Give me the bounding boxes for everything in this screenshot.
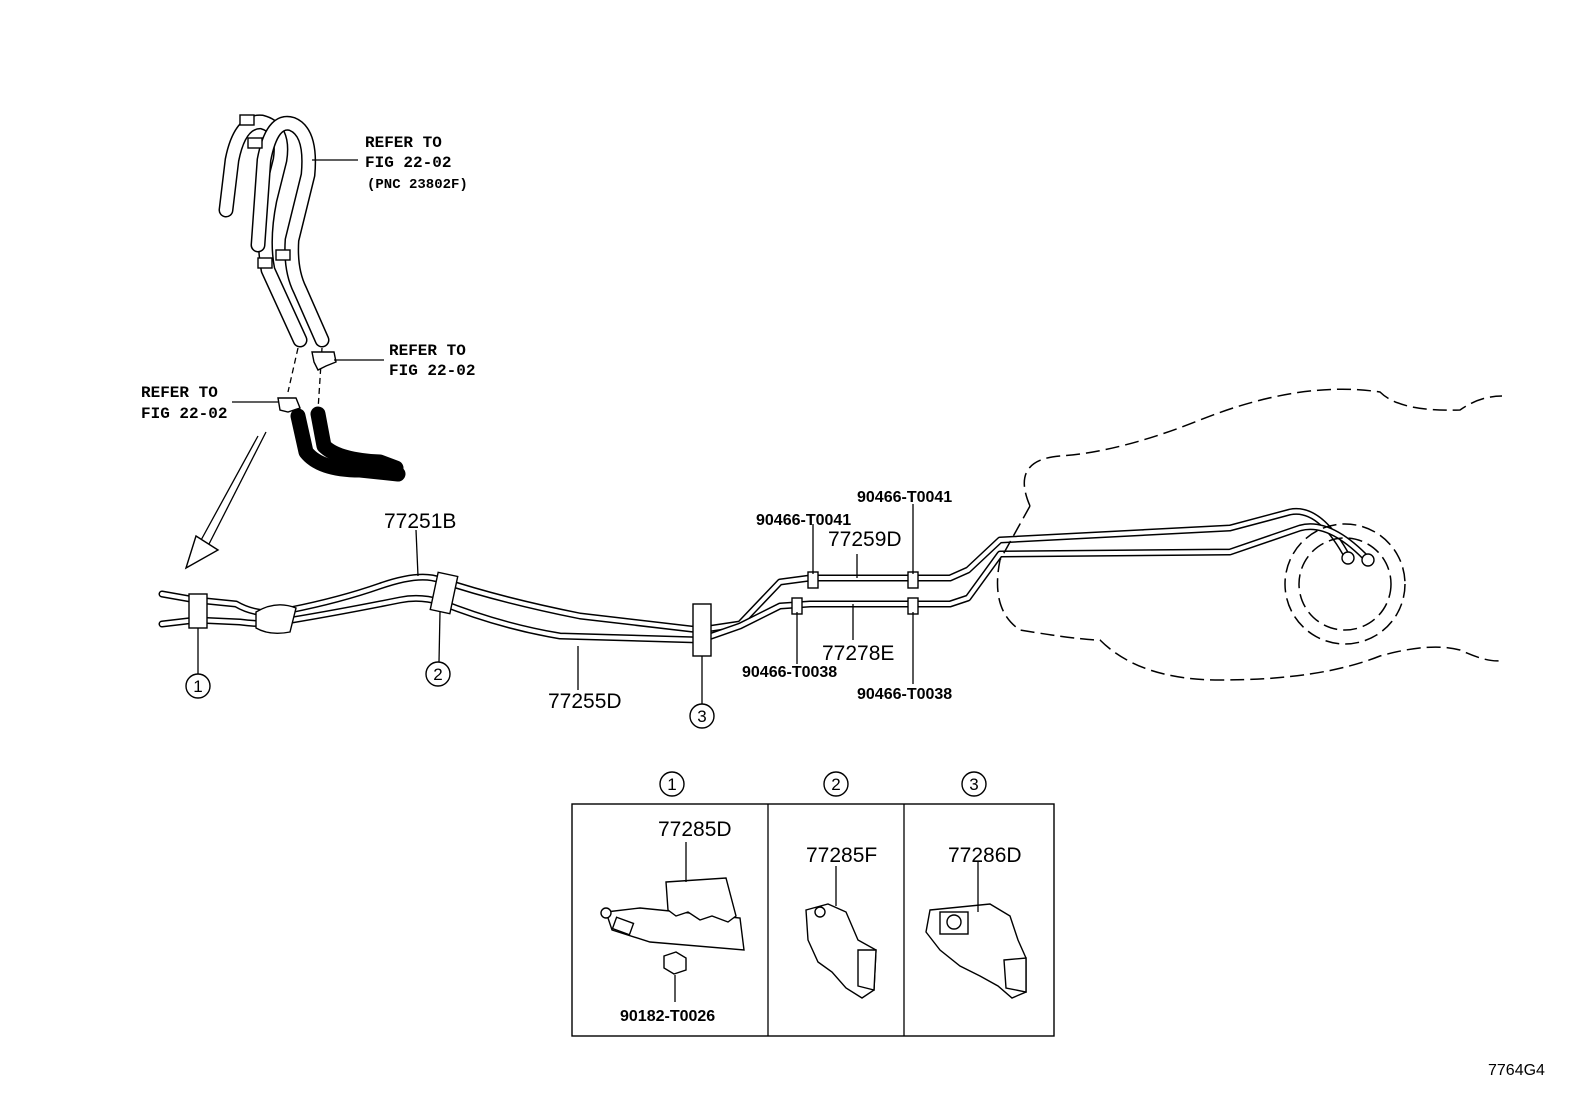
part-77285F: 77285F <box>806 844 877 867</box>
clamp-77285D-drawing <box>600 842 745 1002</box>
clamp-3 <box>692 603 712 657</box>
refer-label-1-line3: (PNC 23802F) <box>367 177 468 193</box>
leader-lines <box>197 504 914 704</box>
part-77286D: 77286D <box>948 844 1022 867</box>
clamp-2 <box>429 571 459 615</box>
detail-header-2-label: 2 <box>831 775 840 794</box>
clamp-77286D-drawing <box>925 862 1027 999</box>
refer-label-2-line1: REFER TO <box>389 342 466 360</box>
callout-1-label: 1 <box>193 677 202 696</box>
clamp-1 <box>188 593 208 629</box>
callout-1: 1 <box>185 673 211 699</box>
figure-code: 7764G4 <box>1488 1062 1545 1079</box>
part-90466-T0041-a: 90466-T0041 <box>756 512 851 529</box>
detail-header-3-label: 3 <box>969 775 978 794</box>
refer-label-3-line2: FIG 22-02 <box>141 405 227 423</box>
part-77259D: 77259D <box>828 528 902 551</box>
refer-label-2-line2: FIG 22-02 <box>389 362 475 380</box>
part-90466-T0041-b: 90466-T0041 <box>857 489 952 506</box>
fuel-tank-outline <box>996 388 1505 681</box>
direction-arrow <box>184 431 267 570</box>
detail-header-2: 2 <box>823 771 849 797</box>
callout-2-label: 2 <box>433 665 442 684</box>
part-77278E: 77278E <box>822 642 894 665</box>
part-90466-T0038-a: 90466-T0038 <box>742 664 837 681</box>
fuel-tube-run <box>158 507 1375 644</box>
detail-header-3: 3 <box>961 771 987 797</box>
clamp-77285F-drawing <box>805 866 877 999</box>
part-90466-T0038-b: 90466-T0038 <box>857 686 952 703</box>
refer-label-1-line1: REFER TO <box>365 134 442 152</box>
upper-hose-assembly <box>218 114 406 482</box>
part-77255D: 77255D <box>548 690 622 713</box>
refer-label-3-line1: REFER TO <box>141 384 218 402</box>
part-90182-T0026: 90182-T0026 <box>620 1008 715 1025</box>
callout-3: 3 <box>689 703 715 729</box>
callout-2: 2 <box>425 661 451 687</box>
part-77285D: 77285D <box>658 818 732 841</box>
callout-3-label: 3 <box>697 707 706 726</box>
detail-header-1: 1 <box>659 771 685 797</box>
refer-label-1-line2: FIG 22-02 <box>365 154 451 172</box>
detail-header-1-label: 1 <box>667 775 676 794</box>
part-77251B: 77251B <box>384 510 456 533</box>
